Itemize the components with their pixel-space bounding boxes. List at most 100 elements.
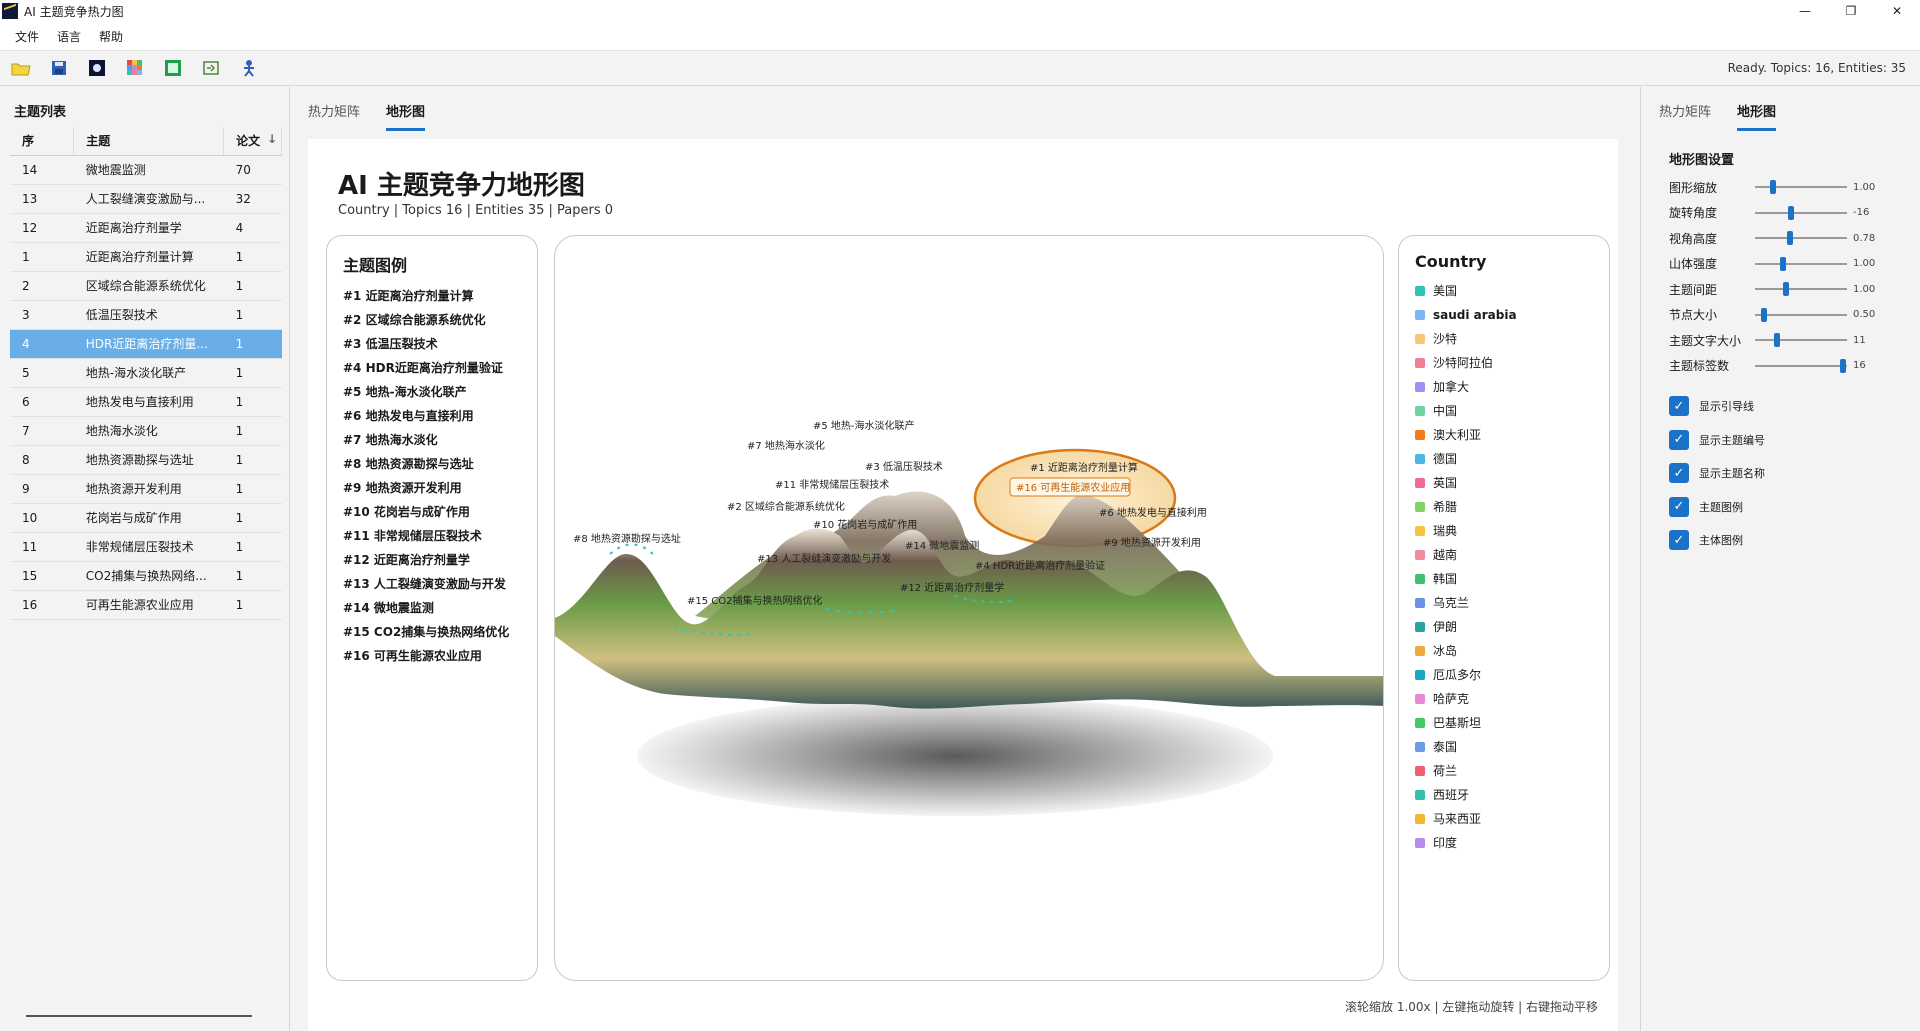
slider-thumb[interactable] xyxy=(1840,358,1847,373)
topic-legend: 主题图例 #1 近距离治疗剂量计算#2 区域综合能源系统优化#3 低温压裂技术#… xyxy=(326,235,538,981)
slider-thumb[interactable] xyxy=(1786,231,1793,245)
header-topic[interactable]: 主题 xyxy=(73,127,225,156)
slider-track[interactable] xyxy=(1755,205,1847,220)
checkbox-row[interactable]: ✓ 主体图例 xyxy=(1669,530,1743,550)
country-swatch xyxy=(1415,286,1425,296)
menu-language[interactable]: 语言 xyxy=(57,29,82,44)
country-swatch xyxy=(1415,334,1425,344)
checkbox-row[interactable]: ✓显示引导线 xyxy=(1669,396,1754,416)
open-button[interactable] xyxy=(8,55,34,81)
right-tab-terrain[interactable]: 地形图 xyxy=(1737,101,1777,131)
checkmark-icon[interactable]: ✓ xyxy=(1669,396,1689,416)
country-item: 加拿大 xyxy=(1415,375,1609,399)
slider-value: 0.78 xyxy=(1853,232,1876,244)
minimize-button[interactable]: — xyxy=(1799,4,1811,18)
checkmark-icon[interactable]: ✓ xyxy=(1669,429,1689,450)
checkbox-label: 主体图例 xyxy=(1699,534,1743,547)
menu-file[interactable]: 文件 xyxy=(15,29,40,44)
horizontal-scrollbar[interactable] xyxy=(26,1015,252,1017)
guide-line-15 xyxy=(674,627,756,636)
slider-thumb[interactable] xyxy=(1779,256,1786,271)
right-tab-heat-matrix[interactable]: 热力矩阵 xyxy=(1659,105,1712,120)
country-swatch xyxy=(1415,526,1425,536)
slider-thumb[interactable] xyxy=(1783,282,1790,296)
country-swatch xyxy=(1415,622,1425,632)
close-button[interactable]: ✕ xyxy=(1891,4,1903,18)
cell-topic: 地热发电与直接利用 xyxy=(73,387,224,417)
country-swatch xyxy=(1415,742,1425,752)
country-item: 澳大利亚 xyxy=(1415,423,1609,447)
slider-track[interactable] xyxy=(1755,180,1847,194)
cell-id: 14 xyxy=(10,155,74,185)
terrain-svg[interactable]: #1 近距离治疗剂量计算 #2 区域综合能源系统优化 #3 低温压裂技术 #4 … xyxy=(555,236,1384,981)
app-chart-icon xyxy=(2,3,18,19)
slider-thumb[interactable] xyxy=(1773,333,1780,347)
country-swatch xyxy=(1415,646,1425,656)
save-button[interactable] xyxy=(46,55,72,81)
peak-label-3: #3 低温压裂技术 xyxy=(865,460,943,473)
cell-topic: 微地震监测 xyxy=(73,155,224,185)
slider-thumb[interactable] xyxy=(1770,180,1777,194)
person-button[interactable] xyxy=(236,55,262,81)
frame-button[interactable] xyxy=(160,55,186,81)
slider-thumb[interactable] xyxy=(1787,205,1794,220)
guide-line-14 xyxy=(954,595,1016,604)
country-legend-title: Country xyxy=(1415,252,1487,271)
country-swatch xyxy=(1415,766,1425,776)
tab-terrain[interactable]: 地形图 xyxy=(386,101,426,131)
palette-button[interactable] xyxy=(122,55,148,81)
slider-track[interactable] xyxy=(1755,358,1847,373)
country-item: 马来西亚 xyxy=(1415,807,1609,831)
tab-heat-matrix[interactable]: 热力矩阵 xyxy=(308,105,361,120)
slider-track[interactable] xyxy=(1755,282,1847,296)
open-folder-icon xyxy=(11,63,31,76)
checkmark-icon[interactable]: ✓ xyxy=(1669,496,1689,517)
header-papers[interactable]: 论文↓ xyxy=(223,127,282,156)
slider-thumb[interactable] xyxy=(1761,307,1768,322)
checkbox-row[interactable]: ✓显示主题编号 xyxy=(1669,429,1765,450)
slider-track[interactable] xyxy=(1755,256,1847,271)
cell-topic: 人工裂缝演变激励与... xyxy=(73,184,224,214)
terrain-view[interactable]: #1 近距离治疗剂量计算 #2 区域综合能源系统优化 #3 低温压裂技术 #4 … xyxy=(554,235,1384,981)
checkmark-icon[interactable]: ✓ xyxy=(1669,530,1689,550)
slider-track[interactable] xyxy=(1755,231,1847,245)
menu-help[interactable]: 帮助 xyxy=(99,29,124,44)
maximize-button[interactable]: ❐ xyxy=(1845,4,1857,18)
cell-topic: 地热海水淡化 xyxy=(73,416,224,446)
legend-item: #11 非常规储层压裂技术 xyxy=(343,529,482,543)
peak-label-6: #6 地热发电与直接利用 xyxy=(1099,506,1207,519)
checkbox-row[interactable]: ✓显示主题名称 xyxy=(1669,463,1765,483)
country-item: 印度 xyxy=(1415,831,1609,855)
cell-topic: 低温压裂技术 xyxy=(73,300,224,330)
slider-value: 16 xyxy=(1853,360,1866,371)
dark-theme-button[interactable] xyxy=(84,55,110,81)
slider-track[interactable] xyxy=(1755,307,1847,322)
header-id[interactable]: 序 xyxy=(10,127,75,156)
peak-label-13: #13 人工裂缝演变激励与开发 xyxy=(757,552,891,565)
checkbox-row[interactable]: ✓主题图例 xyxy=(1669,496,1743,517)
slider-track[interactable] xyxy=(1755,333,1847,347)
checkmark-icon[interactable]: ✓ xyxy=(1669,463,1689,483)
main-area: 热力矩阵 地形图 AI 主题竞争力地形图 Country | Topics 16… xyxy=(292,87,1638,1031)
center-tabs: 热力矩阵 地形图 xyxy=(308,101,451,131)
slider-value: 1.00 xyxy=(1853,258,1876,269)
export-button[interactable] xyxy=(198,55,224,81)
cell-id: 2 xyxy=(10,271,74,301)
